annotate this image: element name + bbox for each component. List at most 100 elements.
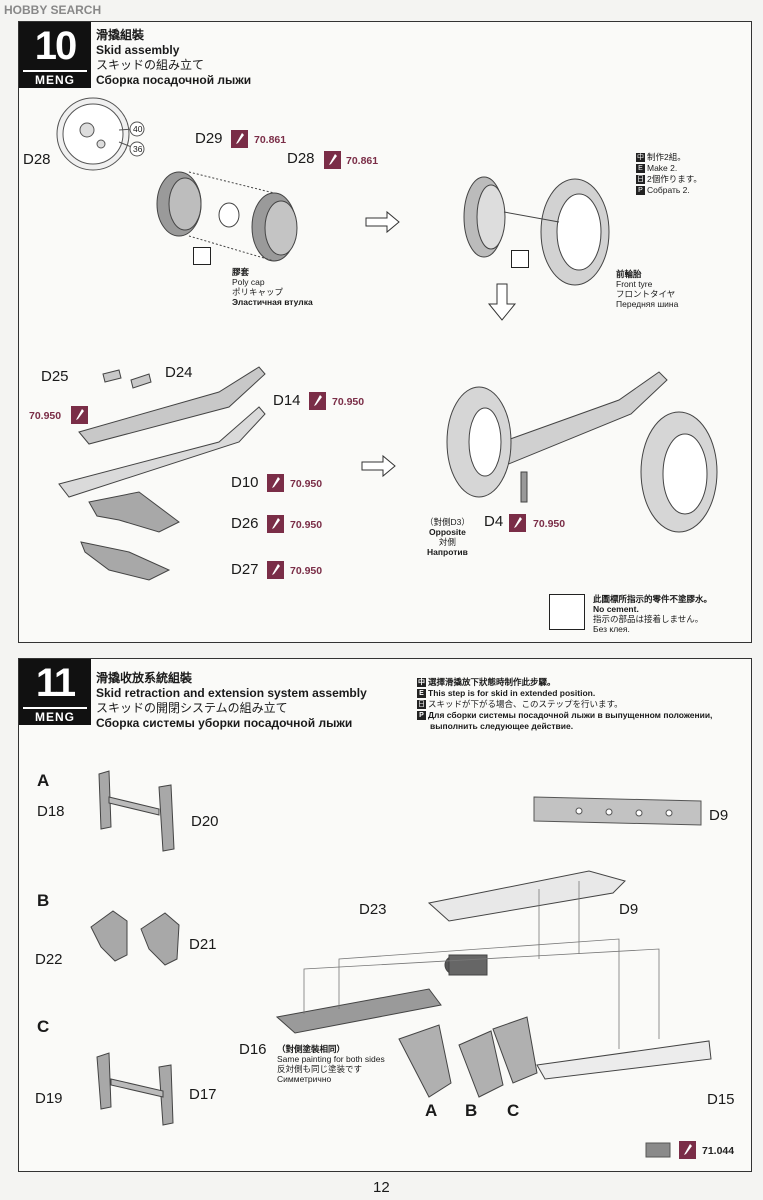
- opposite-en: Opposite: [429, 527, 466, 537]
- title-ru: Сборка системы уборки посадочной лыжи: [96, 716, 353, 730]
- label-d9: D9: [619, 901, 639, 918]
- step-title: 滑撬組裝 Skid assembly スキッドの組み立て Сборка поса…: [96, 28, 251, 88]
- step-title: 滑撬收放系統組裝 Skid retraction and extension s…: [96, 671, 367, 731]
- front-tyre-jp: フロントタイヤ: [616, 289, 676, 299]
- label-d21: D21: [189, 936, 217, 953]
- label-d23: D23: [359, 901, 387, 918]
- paint-icon: [679, 1141, 696, 1159]
- label-d17: D17: [189, 1086, 217, 1103]
- paint-code-d14: 70.950: [332, 396, 365, 408]
- paint-code-d27: 70.950: [290, 565, 323, 577]
- label-d18: D18: [37, 803, 65, 820]
- label-d27: D27: [231, 561, 259, 578]
- make2-zh: 制作2組。: [647, 152, 686, 162]
- make2-en: Make 2.: [647, 163, 678, 173]
- polycap-label: 膠套 Poly cap ポリキャップ Эластичная втулка: [232, 267, 313, 307]
- watermark: HOBBY SEARCH: [4, 3, 102, 17]
- polycap-jp: ポリキャップ: [232, 287, 284, 297]
- nocement-zh: 此圖標所指示的零件不塗膠水。: [593, 594, 713, 604]
- d16-note: （對側塗裝相同） Same painting for both sides 反対…: [277, 1044, 385, 1084]
- label-d14: D14: [273, 392, 301, 409]
- opposite-label: （對側D3） Opposite 対側 Напротив: [425, 517, 470, 557]
- paint-icon: [267, 561, 284, 579]
- title-jp: スキッドの開閉システムの組み立て: [96, 701, 288, 715]
- paint-code-d10: 70.950: [290, 478, 323, 490]
- label-d16: D16: [239, 1041, 267, 1058]
- no-cement-icon: [193, 247, 211, 265]
- polycap-en: Poly cap: [232, 277, 265, 287]
- arrow-right-2: [361, 454, 396, 478]
- make2-ru: Собрать 2.: [647, 185, 690, 195]
- label-d26: D26: [231, 515, 259, 532]
- label-40: 40: [133, 124, 143, 134]
- front-tyre-zh: 前輪胎: [616, 269, 642, 279]
- no-cement-legend: 此圖標所指示的零件不塗膠水。 No cement. 指示の部品は接着しません。 …: [593, 594, 712, 634]
- paint-icon: [267, 474, 284, 492]
- title-ru: Сборка посадочной лыжи: [96, 73, 252, 87]
- paint-swatch: [645, 1142, 671, 1158]
- note-en: This step is for skid in extended positi…: [428, 688, 596, 698]
- nocement-ru: Без клея.: [593, 624, 630, 634]
- title-zh: 滑撬收放系統組裝: [96, 671, 193, 685]
- note-ru-1: Для сборки системы посадочной лыжи в вып…: [428, 710, 713, 720]
- step-number-badge: 10 MENG: [19, 22, 91, 88]
- label-d15: D15: [707, 1091, 735, 1108]
- label-d4: D4: [484, 513, 504, 530]
- d9-top-plate: [533, 796, 702, 826]
- callout-b: B: [465, 1101, 478, 1120]
- wheel-tyre: [463, 176, 610, 286]
- arrow-down: [487, 283, 517, 321]
- opposite-ru: Напротив: [427, 547, 468, 557]
- d16-note-jp: 反対側も同じ塗装です: [277, 1064, 363, 1074]
- paint-icon: [267, 515, 284, 533]
- paint-code-d4: 70.950: [533, 518, 566, 530]
- label-d28-top: D28: [23, 151, 51, 168]
- title-en: Skid assembly: [96, 43, 180, 57]
- title-en: Skid retraction and extension system ass…: [96, 686, 367, 700]
- brand-logo: MENG: [23, 707, 87, 725]
- callout-c: C: [507, 1101, 520, 1120]
- section-b: B: [37, 891, 50, 910]
- d16-note-en: Same painting for both sides: [277, 1054, 385, 1064]
- skid-parts: [58, 366, 266, 581]
- skid-retraction-assembly: [275, 870, 712, 1098]
- paint-icon: [71, 406, 88, 424]
- label-d10: D10: [231, 474, 259, 491]
- step-10-illustration: [56, 97, 718, 581]
- nocement-jp: 指示の部品は接着しません。: [593, 614, 704, 624]
- paint-code-d26: 70.950: [290, 519, 323, 531]
- nocement-en: No cement.: [593, 604, 639, 614]
- label-d24: D24: [165, 364, 193, 381]
- label-d9-top: D9: [709, 807, 729, 824]
- label-d29: D29: [195, 130, 223, 147]
- paint-icon: [231, 130, 248, 148]
- arrow-right: [365, 210, 400, 234]
- step-11-illustration: [90, 770, 712, 1158]
- label-d22: D22: [35, 951, 63, 968]
- step-number: 10: [34, 24, 78, 68]
- label-d20: D20: [191, 813, 219, 830]
- page-number: 12: [373, 1179, 390, 1196]
- d16-note-zh: （對側塗裝相同）: [277, 1044, 346, 1054]
- hub-assembly: [156, 171, 298, 262]
- paint-code-d28: 70.861: [346, 155, 379, 167]
- polycap-ru: Эластичная втулка: [232, 297, 313, 307]
- step-number: 11: [35, 661, 76, 705]
- section-a: A: [37, 771, 50, 790]
- note-ru-2: выполнить следующее действие.: [430, 721, 574, 731]
- front-tyre-ru: Передняя шина: [616, 299, 679, 309]
- make2-jp: 2個作ります。: [647, 174, 702, 184]
- paint-icon: [509, 514, 526, 532]
- no-cement-legend-icon: [549, 594, 585, 630]
- paint-code-71044: 71.044: [702, 1145, 735, 1157]
- part-b-brackets: [90, 910, 180, 966]
- opposite-zh: （對側D3）: [425, 517, 470, 527]
- brand-logo: MENG: [23, 70, 87, 88]
- paint-code-d25: 70.950: [29, 410, 62, 422]
- d28-disc-diagram: [56, 97, 145, 171]
- paint-icon: [324, 151, 341, 169]
- no-cement-icon: [511, 250, 529, 268]
- step-11-panel: 11 MENG 滑撬收放系統組裝 Skid retraction and ext…: [18, 658, 752, 1172]
- opposite-jp: 対側: [438, 537, 456, 547]
